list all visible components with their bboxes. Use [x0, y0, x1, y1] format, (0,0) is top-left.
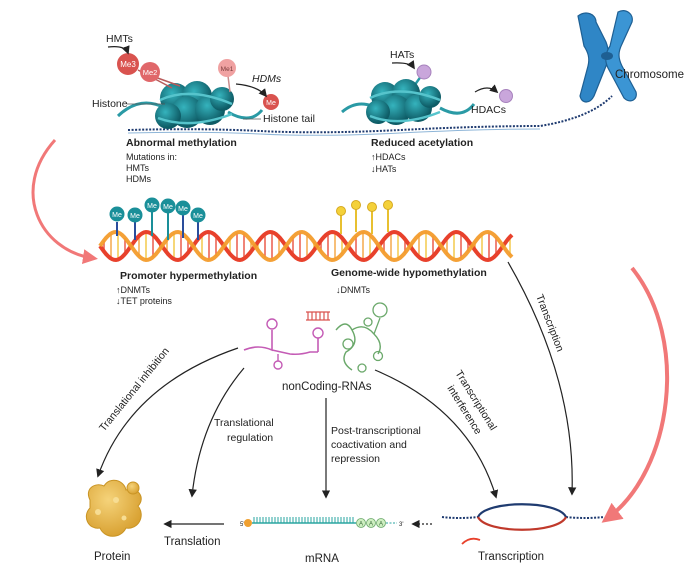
ncrna-structures: [243, 302, 388, 373]
chromosome-icon: [577, 10, 637, 103]
me1-mark: [218, 59, 236, 77]
histone-nucleosome-left: [116, 81, 264, 129]
histone-nucleosome-right: [341, 69, 476, 125]
promoter-hypermethylation-title: Promoter hypermethylation: [120, 270, 257, 282]
translation-label: Translation: [164, 536, 220, 548]
mrna-three-prime: 3': [399, 522, 403, 528]
me-mark-removed: [263, 94, 279, 110]
me-tag-1: Me: [112, 212, 122, 219]
hypomethylation-marks: [336, 200, 393, 234]
me1-label: Me1: [221, 66, 234, 73]
hats-label: HATs: [390, 49, 414, 61]
abnormal-methylation-title: Abnormal methylation: [126, 137, 237, 149]
translational-inhibition-label: Translational inhibition: [97, 345, 172, 434]
hmts-arrow: [107, 45, 130, 55]
hmts-label: HMTs: [106, 33, 133, 45]
me3-mark: [117, 53, 139, 75]
hdacs-label: HDACs: [471, 104, 506, 116]
down-hats: ↓HATs: [371, 164, 397, 174]
histone-tail-label: Histone tail: [263, 113, 315, 125]
post-transcriptional-line2: coactivation and: [331, 439, 407, 451]
left-curved-arrow: [31, 138, 98, 265]
histone-label: Histone: [92, 98, 128, 110]
poly-a-2: A: [369, 522, 373, 528]
chromatin-fiber: [127, 95, 613, 136]
me-label: Me: [266, 100, 276, 107]
translational-regulation-arrow: [188, 367, 245, 498]
post-transcriptional-line3: repression: [331, 453, 380, 465]
hdms-arrow: [235, 83, 268, 98]
transcription-label: Transcription: [478, 551, 544, 563]
translational-regulation-line1: Translational: [214, 417, 274, 429]
me-tag-4: Me: [163, 204, 173, 211]
mutations-in-label: Mutations in:: [126, 152, 177, 162]
down-dnmts: ↓DNMTs: [336, 285, 370, 295]
me-tag-5: Me: [178, 206, 188, 213]
translational-inhibition-arrow: [96, 347, 239, 478]
noncoding-rnas-label: nonCoding-RNAs: [282, 381, 372, 393]
me-tag-6: Me: [193, 213, 203, 220]
hdms-label: HDMs: [252, 73, 282, 85]
me-tag-2: Me: [130, 213, 140, 220]
acetyl-marks: [416, 64, 513, 103]
mutation-hmts: HMTs: [126, 163, 149, 173]
transcriptional-interference-arrow: [374, 369, 499, 499]
hats-arrow: [391, 60, 415, 70]
me2-mark: [140, 62, 160, 82]
dna-methyl-flags: Me Me Me Me Me Me: [109, 197, 206, 240]
mutation-hdms: HDMs: [126, 174, 151, 184]
me-tag-3: Me: [147, 203, 157, 210]
me2-label: Me2: [143, 68, 158, 77]
poly-a-3: A: [379, 522, 383, 528]
methyl-marks-left: Me3 Me2 Me1 Me: [117, 53, 279, 110]
mrna-strand: 5' A A A 3': [240, 517, 403, 528]
hdac-acetyl-mark: [499, 89, 513, 103]
protein-label: Protein: [94, 551, 130, 563]
protein-icon: [85, 479, 142, 537]
genome-wide-hypomethylation-title: Genome-wide hypomethylation: [331, 267, 487, 279]
up-dnmts: ↑DNMTs: [116, 285, 150, 295]
reduced-acetylation-title: Reduced acetylation: [371, 137, 473, 149]
transcription-arrow-diagonal: [507, 261, 577, 496]
poly-a-1: A: [359, 522, 363, 528]
transcription-bubble: [441, 503, 605, 545]
post-transcriptional-line1: Post-transcriptional: [331, 425, 421, 437]
up-hdacs: ↑HDACs: [371, 152, 406, 162]
hat-acetyl-mark: [416, 64, 432, 80]
mrna-label: mRNA: [305, 553, 339, 565]
hdacs-arrow: [474, 84, 499, 94]
down-tet-proteins: ↓TET proteins: [116, 296, 172, 306]
mrna-five-prime: 5': [240, 522, 244, 528]
translational-regulation-line2: regulation: [227, 432, 273, 444]
right-curved-arrow: [601, 266, 669, 523]
me3-label: Me3: [120, 60, 136, 69]
dna-double-helix: [98, 229, 514, 263]
chromosome-label: Chromosome: [615, 69, 684, 81]
